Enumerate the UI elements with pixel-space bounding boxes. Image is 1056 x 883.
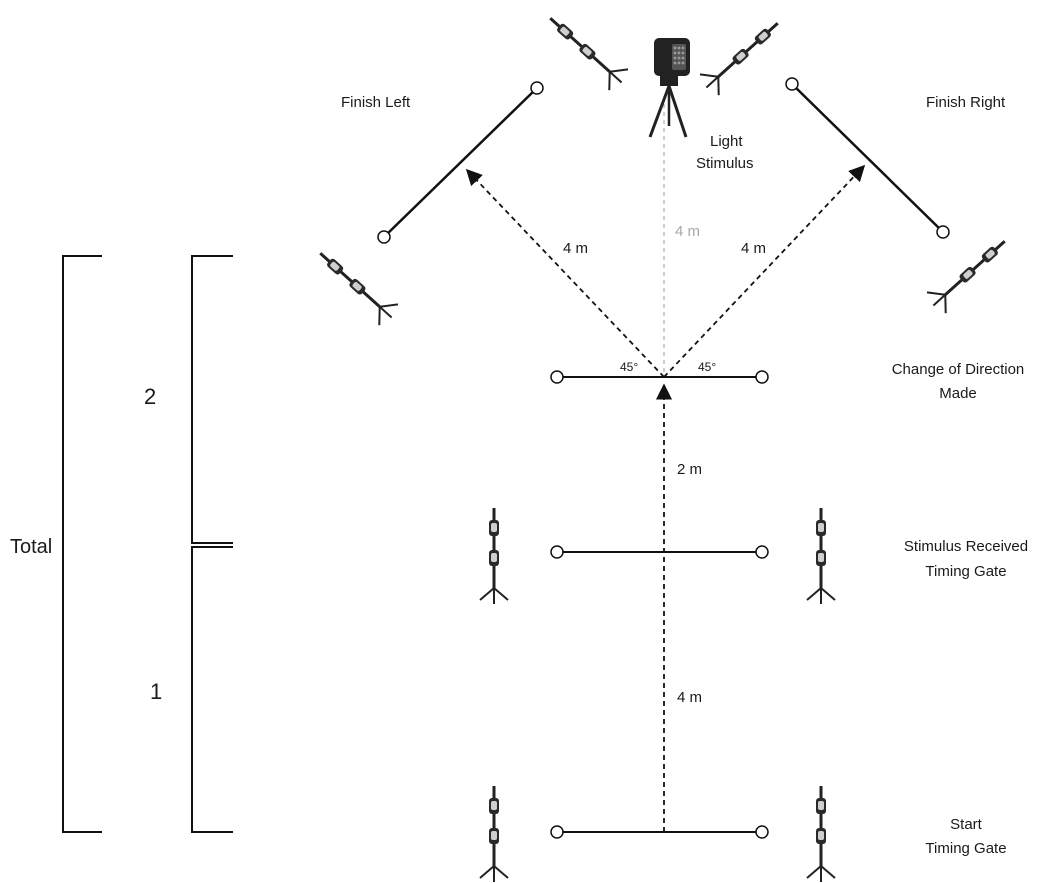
cod-marker-left: [550, 370, 564, 384]
start-gate-marker-right: [755, 825, 769, 839]
angle-right-label: 45°: [698, 360, 716, 374]
start-gate-right-camera-icon: [805, 784, 837, 883]
finish-right-upper-camera-icon: [695, 11, 789, 100]
finish-left-lower-camera-icon: [309, 241, 403, 330]
finish-right-marker-lower: [936, 225, 950, 239]
distance-finish-right: 4 m: [741, 240, 766, 257]
change-of-direction-label-2: Made: [939, 385, 977, 402]
distance-start-segment: 4 m: [677, 689, 702, 706]
distance-light: 4 m: [675, 223, 700, 240]
start-gate: [550, 825, 769, 839]
phase-2-bracket: [191, 255, 233, 544]
finish-left-marker-upper: [530, 81, 544, 95]
total-label: Total: [10, 536, 52, 558]
start-gate-left-camera-icon: [478, 784, 510, 883]
stimulus-gate-right-camera-icon: [805, 506, 837, 606]
angle-left-label: 45°: [620, 360, 638, 374]
change-of-direction-label-1: Change of Direction: [892, 361, 1025, 378]
finish-right-line: [785, 77, 950, 239]
distance-cod-segment: 2 m: [677, 461, 702, 478]
start-label-1: Start: [950, 816, 983, 833]
distance-finish-left: 4 m: [563, 240, 588, 257]
light-stimulus-icon: [648, 38, 690, 138]
finish-right-lower-camera-icon: [922, 229, 1016, 318]
finish-right-label: Finish Right: [926, 94, 1006, 111]
stimulus-gate-left-camera-icon: [478, 506, 510, 606]
start-label-2: Timing Gate: [925, 840, 1006, 857]
finish-left-upper-camera-icon: [539, 6, 633, 95]
finish-right-marker-upper: [785, 77, 799, 91]
stimulus-received-label-2: Timing Gate: [925, 563, 1006, 580]
finish-left-line: [377, 81, 544, 244]
run-path-left: [465, 168, 665, 378]
stimulus-received-label-1: Stimulus Received: [904, 538, 1028, 555]
finish-left-marker-lower: [377, 230, 391, 244]
finish-left-label: Finish Left: [341, 94, 411, 111]
start-gate-marker-left: [550, 825, 564, 839]
stimulus-gate-marker-right: [755, 545, 769, 559]
stimulus-gate-marker-left: [550, 545, 564, 559]
light-stimulus-label-2: Stimulus: [696, 155, 754, 172]
change-of-direction-line: [550, 370, 769, 384]
phase-2-label: 2: [144, 384, 156, 409]
phase-1-label: 1: [150, 679, 162, 704]
cod-marker-right: [755, 370, 769, 384]
phase-1-bracket: [191, 546, 233, 833]
total-bracket: [62, 255, 102, 833]
run-path-right: [663, 164, 866, 378]
stimulus-gate: [550, 545, 769, 559]
light-stimulus-label-1: Light: [710, 133, 743, 150]
